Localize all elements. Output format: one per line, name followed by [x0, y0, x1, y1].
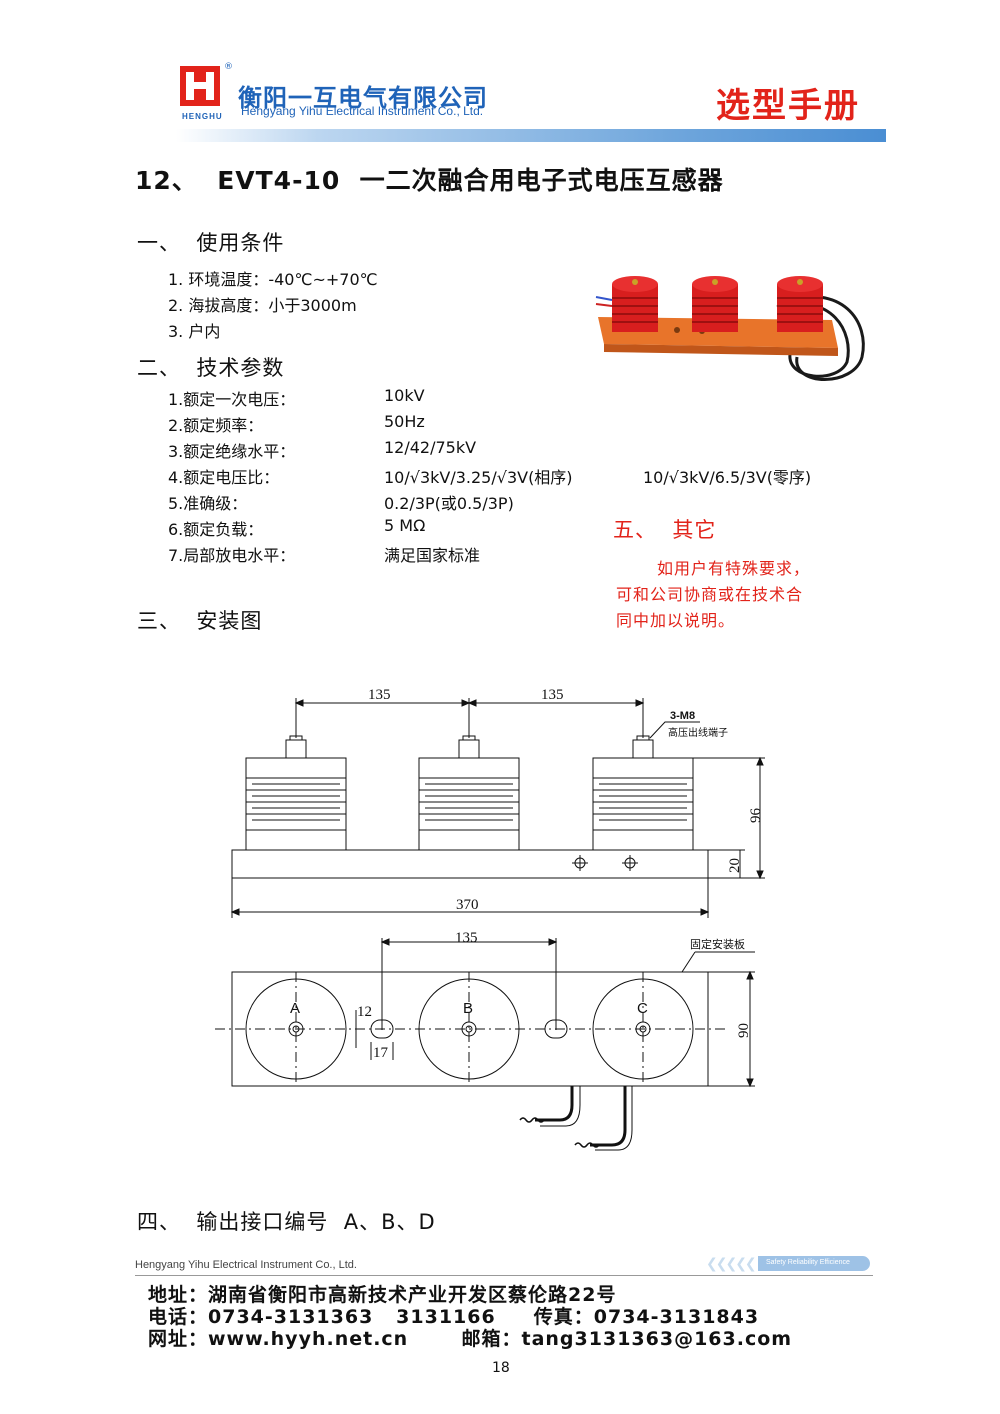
company-logo: [178, 64, 222, 118]
other-note-line: 同中加以说明。: [616, 611, 736, 630]
registered-mark: ®: [224, 62, 233, 72]
manual-label: 选型手册: [716, 86, 860, 126]
installation-drawing: 135 135 3-M8 高压出线端子 96 20 370 135 固定安装板 …: [215, 687, 765, 1151]
section-output-heading: 四、 输出接口编号 A、B、D: [137, 1210, 436, 1234]
param-label: 4.额定电压比：: [168, 468, 280, 487]
footer-chevron-icon: ❮❮❮❮❮: [706, 1256, 757, 1272]
other-note-line: 可和公司协商或在技术合: [616, 585, 804, 604]
phase-c-label: C: [637, 1000, 648, 1017]
footer-slogan-bar: Safety Reliability Efficience: [758, 1256, 870, 1271]
dim-135-left: 135: [368, 687, 391, 703]
section-usage-heading: 一、 使用条件: [137, 231, 285, 255]
param-value: 50Hz: [384, 412, 425, 431]
section-params-heading: 二、 技术参数: [137, 356, 285, 380]
usage-item: 2. 海拔高度：小于3000m: [168, 296, 357, 315]
terminal-label: 3-M8: [670, 710, 695, 722]
param-value: 5 MΩ: [384, 516, 426, 535]
logo-tag: HENGHU: [182, 112, 223, 121]
param-label: 2.额定频率：: [168, 416, 264, 435]
product-photo: [592, 262, 874, 390]
param-value: 10kV: [384, 386, 425, 405]
param-value: 0.2/3P(或0.5/3P): [384, 494, 514, 513]
header-rule: [176, 129, 886, 142]
page-title: 12、 EVT4-10 一二次融合用电子式电压互感器: [135, 166, 724, 195]
usage-item: 3. 户内: [168, 322, 221, 341]
page-number: 18: [492, 1360, 510, 1376]
param-value: 12/42/75kV: [384, 438, 477, 457]
param-value: 满足国家标准: [384, 546, 481, 565]
footer-address: 地址：湖南省衡阳市高新技术产业开发区蔡伦路22号: [148, 1284, 617, 1306]
section-other-heading: 五、 其它: [613, 518, 717, 542]
dim-135-top: 135: [455, 930, 478, 946]
company-name-cn: 衡阳一互电气有限公司: [238, 84, 488, 112]
plate-note: 固定安装板: [690, 937, 745, 951]
footer-phone: 电话：0734-3131363 3131166 传真：0734-3131843: [148, 1306, 760, 1328]
footer-web: 网址：www.hyyh.net.cn 邮箱：tang3131363@163.co…: [148, 1328, 793, 1350]
dim-17: 17: [373, 1045, 389, 1061]
footer-rule: [135, 1275, 873, 1276]
phase-a-label: A: [290, 1000, 300, 1017]
phase-b-label: B: [463, 1000, 473, 1017]
param-value: 10/√3kV/3.25/√3V(相序): [384, 468, 573, 487]
dim-12: 12: [357, 1004, 372, 1020]
param-label: 7.局部放电水平：: [168, 546, 296, 565]
other-note-line: 如用户有特殊要求，: [657, 559, 811, 578]
usage-item: 1. 环境温度：-40℃~+70℃: [168, 270, 378, 289]
param-value-zero-seq: 10/√3kV/6.5/3V(零序): [643, 468, 812, 487]
param-label: 6.额定负载：: [168, 520, 264, 539]
param-label: 5.准确级：: [168, 494, 248, 513]
terminal-note: 高压出线端子: [668, 726, 728, 739]
footer-slogan: Safety Reliability Efficience: [766, 1259, 850, 1266]
company-name-en: Hengyang Yihu Electrical Instrument Co.,…: [241, 104, 484, 118]
section-install-heading: 三、 安装图: [137, 609, 263, 633]
dim-135-right: 135: [541, 687, 564, 703]
param-label: 1.额定一次电压：: [168, 390, 296, 409]
dim-90: 90: [736, 1023, 752, 1038]
footer-company-en: Hengyang Yihu Electrical Instrument Co.,…: [135, 1259, 357, 1271]
param-label: 3.额定绝缘水平：: [168, 442, 296, 461]
dim-20: 20: [727, 858, 743, 873]
dim-370: 370: [456, 897, 479, 913]
dim-96: 96: [748, 808, 764, 824]
